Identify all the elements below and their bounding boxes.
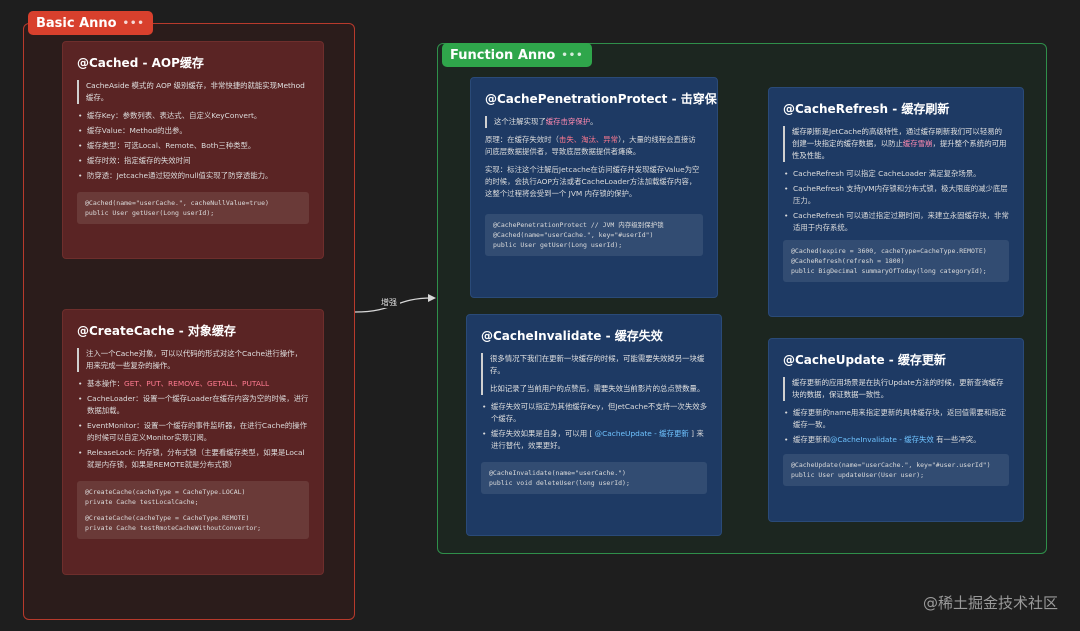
card-lead: 注入一个Cache对象，可以以代码的形式对这个Cache进行操作，用来完成一些复…: [77, 348, 309, 372]
lead-text: 。: [590, 117, 598, 126]
card-lead: 缓存更新的应用场景是在执行Update方法的时候，更新查询缓存块的数据，保证数据…: [783, 377, 1009, 401]
card-title: @CreateCache - 对象缓存: [77, 324, 236, 338]
cache-update-link[interactable]: @CacheUpdate - 缓存更新: [594, 429, 689, 438]
list-item: 缓存更新的name用来指定更新的具体缓存块，返回值需要和指定缓存一致。: [783, 407, 1009, 431]
list-item: ReleaseLock: 内存锁，分布式锁（主要看缓存类型，如果是Local就是…: [77, 447, 309, 471]
code-line: public BigDecimal summaryOfToday(long ca…: [791, 267, 987, 275]
code-block: @CreateCache(cacheType = CacheType.LOCAL…: [77, 481, 309, 539]
card-title: @CacheRefresh - 缓存刷新: [783, 102, 950, 116]
code-block: @CachePenetrationProtect // JVM 内存级别保护锁 @…: [485, 214, 703, 256]
cache-invalidate-link[interactable]: @CacheInvalidate - 缓存失效: [829, 435, 934, 444]
cache-refresh-card[interactable]: @CacheRefresh - 缓存刷新 缓存刷新是JetCache的高级特性，…: [768, 87, 1024, 317]
list-item: CacheRefresh 可以指定 CacheLoader 满足复杂场景。: [783, 168, 1009, 180]
card-lead: CacheAside 模式的 AOP 级别缓存，非常快捷的就能实现Method缓…: [77, 80, 309, 104]
feature-list: 缓存失效可以指定为其他缓存Key，但JetCache不支持一次失效多个缓存。 缓…: [481, 401, 707, 452]
list-item: 缓存更新和@CacheInvalidate - 缓存失效 有一些冲突。: [783, 434, 1009, 446]
code-line: @Cached(name="userCache.", cacheNullValu…: [85, 199, 269, 207]
list-item-prefix: 缓存失效如果是自身，可以用 [: [491, 429, 595, 438]
card-lead: 这个注解实现了缓存击穿保护。: [485, 116, 703, 128]
card-lead: 缓存刷新是JetCache的高级特性，通过缓存刷新我们可以轻易的创建一块指定的缓…: [783, 126, 1009, 162]
code-block: @Cached(expire = 3600, cacheType=CacheTy…: [783, 240, 1009, 282]
list-item: 缓存Key：参数列表、表达式、自定义KeyConvert。: [77, 110, 309, 122]
feature-list: 缓存Key：参数列表、表达式、自定义KeyConvert。 缓存Value：Me…: [77, 110, 309, 182]
penetration-protect-card[interactable]: @CachePenetrationProtect - 击穿保护 这个注解实现了缓…: [470, 77, 718, 298]
list-item: CacheLoader：设置一个缓存Loader在缓存内容为空的时候，进行数据加…: [77, 393, 309, 417]
arrow-head-icon: [428, 294, 436, 302]
code-line: public void deleteUser(long userId);: [489, 479, 630, 487]
card-lead: 很多情况下我们在更新一块缓存的时候，可能需要失效掉另一块缓存。比如记录了当前用户…: [481, 353, 707, 395]
code-line: public User getUser(Long userId);: [85, 209, 215, 217]
code-block: @CacheInvalidate(name="userCache.") publi…: [481, 462, 707, 494]
lead-text: 很多情况下我们在更新一块缓存的时候，可能需要失效掉另一块缓存。: [490, 354, 705, 375]
list-item: EventMonitor：设置一个缓存的事件监听器，在进行Cache的操作的时候…: [77, 420, 309, 444]
more-dots-icon: •••: [561, 49, 584, 61]
code-line: @CreateCache(cacheType = CacheType.REMOT…: [85, 514, 250, 522]
list-item-suffix: 有一些冲突。: [933, 435, 981, 444]
list-item: 缓存类型：可选Local、Remote、Both三种类型。: [77, 140, 309, 152]
highlight-text: 击失、淘汰、异常: [558, 135, 619, 144]
operation-list: GET、PUT、REMOVE、GETALL、PUTALL: [123, 379, 270, 388]
code-line: @Cached(name="userCache.", key="#userId"…: [493, 231, 654, 239]
code-line: @CreateCache(cacheType = CacheType.LOCAL…: [85, 488, 246, 496]
list-item: 基本操作：GET、PUT、REMOVE、GETALL、PUTALL: [77, 378, 309, 390]
list-item: 缓存Value：Method的出参。: [77, 125, 309, 137]
principle-text: 原理：在缓存失效时（击失、淘汰、异常），大量的线程会直接访问底层数据提供者，导致…: [485, 134, 703, 158]
highlight-text: 缓存雪崩: [902, 139, 933, 148]
list-item: CacheRefresh 支持JVM内存锁和分布式锁，极大限度的减少底层压力。: [783, 183, 1009, 207]
cached-card[interactable]: @Cached - AOP缓存 CacheAside 模式的 AOP 级别缓存，…: [62, 41, 324, 259]
text-suffix: ），大量的线程会直接访问底层数据提供者，导致底层数据提供者瘫痪。: [485, 135, 696, 156]
code-line: private Cache testRmoteCacheWithoutConve…: [85, 524, 262, 532]
list-item-prefix: 基本操作：: [87, 379, 124, 388]
watermark: @稀土掘金技术社区: [922, 594, 1058, 612]
feature-list: 基本操作：GET、PUT、REMOVE、GETALL、PUTALL CacheL…: [77, 378, 309, 471]
card-title: @CacheInvalidate - 缓存失效: [481, 329, 663, 343]
list-item-suffix: ] 来进行替代，效果更好。: [491, 429, 704, 450]
function-anno-label: Function Anno: [450, 47, 556, 63]
card-title: @CachePenetrationProtect - 击穿保护: [485, 92, 718, 106]
code-line: @CachePenetrationProtect // JVM 内存级别保护锁: [493, 221, 664, 229]
lead-text: 这个注解实现了: [494, 117, 546, 126]
list-item: 防穿透：Jetcache通过短效的null值实现了防穿透能力。: [77, 170, 309, 182]
highlight-text: 缓存击穿保护: [545, 117, 591, 126]
code-line: public User updateUser(User user);: [791, 471, 925, 479]
list-item: 缓存时效：指定缓存的失效时间: [77, 155, 309, 167]
basic-anno-tag[interactable]: Basic Anno •••: [28, 11, 153, 35]
code-block: @Cached(name="userCache.", cacheNullValu…: [77, 192, 309, 224]
basic-anno-label: Basic Anno: [36, 15, 117, 31]
code-line: @Cached(expire = 3600, cacheType=CacheTy…: [791, 247, 987, 255]
text-prefix: 原理：在缓存失效时（: [485, 135, 559, 144]
feature-list: 缓存更新的name用来指定更新的具体缓存块，返回值需要和指定缓存一致。 缓存更新…: [783, 407, 1009, 446]
lead-text: ，提升整个系统的可用性及性能。: [792, 139, 1007, 160]
cache-update-card[interactable]: @CacheUpdate - 缓存更新 缓存更新的应用场景是在执行Update方…: [768, 338, 1024, 522]
code-block: @CacheUpdate(name="userCache.", key="#us…: [783, 454, 1009, 486]
list-item-prefix: 缓存更新和: [793, 435, 830, 444]
code-line: @CacheInvalidate(name="userCache."): [489, 469, 626, 477]
card-title: @Cached - AOP缓存: [77, 56, 204, 70]
code-line: @CacheRefresh(refresh = 1800): [791, 257, 905, 265]
more-dots-icon: •••: [122, 17, 145, 29]
lead-text: 缓存刷新是JetCache的高级特性，通过缓存刷新我们可以轻易的创建一块指定的缓…: [792, 127, 1002, 148]
arrow-label: 增强: [378, 297, 400, 308]
code-line: private Cache testLocalCache;: [85, 498, 199, 506]
lead-text: 比如记录了当前用户的点赞后，需要失效当前影片的总点赞数量。: [490, 384, 705, 393]
feature-list: CacheRefresh 可以指定 CacheLoader 满足复杂场景。 Ca…: [783, 168, 1009, 234]
list-item: CacheRefresh 可以通过指定过期时间，来建立永固缓存块，非常适用于内存…: [783, 210, 1009, 234]
code-line: @CacheUpdate(name="userCache.", key="#us…: [791, 461, 991, 469]
code-line: public User getUser(Long userId);: [493, 241, 623, 249]
implementation-text: 实现：标注这个注解后Jetcache在访问缓存并发现缓存Value为空的时候，会…: [485, 165, 700, 198]
function-anno-tag[interactable]: Function Anno •••: [442, 43, 592, 67]
cache-invalidate-card[interactable]: @CacheInvalidate - 缓存失效 很多情况下我们在更新一块缓存的时…: [466, 314, 722, 536]
list-item: 缓存失效可以指定为其他缓存Key，但JetCache不支持一次失效多个缓存。: [481, 401, 707, 425]
create-cache-card[interactable]: @CreateCache - 对象缓存 注入一个Cache对象，可以以代码的形式…: [62, 309, 324, 575]
card-title: @CacheUpdate - 缓存更新: [783, 353, 946, 367]
list-item: 缓存失效如果是自身，可以用 [ @CacheUpdate - 缓存更新 ] 来进…: [481, 428, 707, 452]
